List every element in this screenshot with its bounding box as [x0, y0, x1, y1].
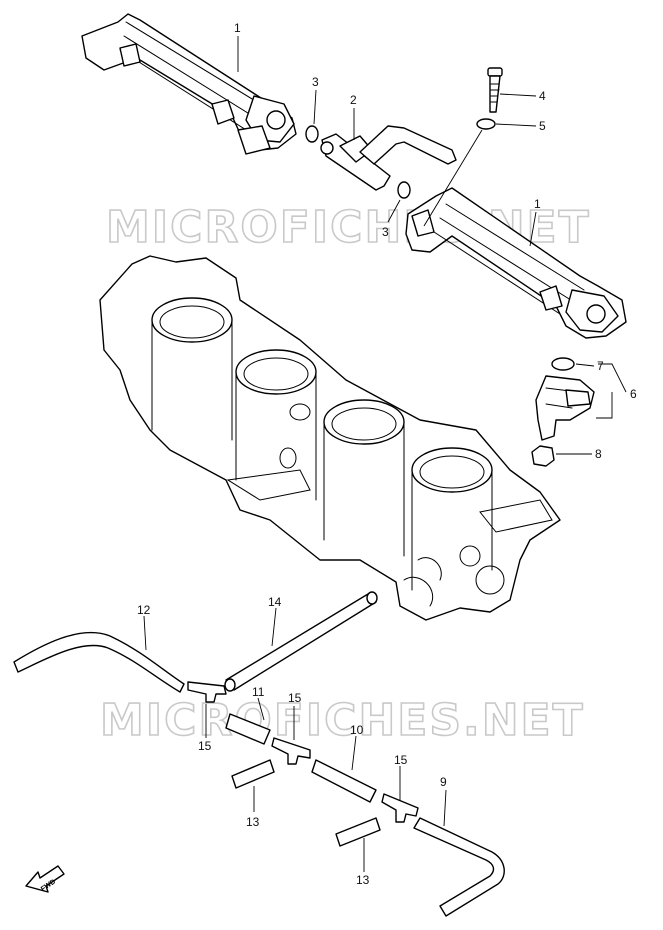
watermark-bottom: MICROFICHES.NET [100, 695, 585, 746]
throttle-body-assembly [99, 255, 561, 621]
callout-3-upper: 3 [312, 75, 319, 89]
leader-lines [143, 36, 627, 872]
callout-11: 11 [252, 685, 265, 699]
callout-15-middle: 15 [288, 691, 302, 705]
callout-2: 2 [350, 93, 357, 107]
hose-10 [311, 759, 377, 803]
callout-9: 9 [440, 775, 447, 789]
callout-1-lower: 1 [534, 197, 541, 211]
callout-15-left: 15 [198, 739, 212, 753]
hose-13b [335, 817, 381, 847]
callout-8: 8 [595, 447, 602, 461]
callout-5: 5 [539, 119, 546, 133]
callout-7: 7 [597, 359, 604, 373]
hose-12 [13, 631, 185, 693]
hose-14 [225, 593, 377, 691]
fwd-arrow-icon: FWD [25, 865, 65, 893]
t-joint-a [187, 681, 227, 703]
o-ring-upper [305, 125, 319, 143]
fuel-rail-lower [405, 187, 627, 339]
callout-1-upper: 1 [234, 21, 241, 35]
hose-13a [231, 759, 275, 789]
callout-14: 14 [268, 595, 282, 609]
injector-seal [551, 357, 575, 371]
callout-12: 12 [137, 603, 151, 617]
o-ring-lower [397, 181, 411, 199]
callout-10: 10 [350, 723, 364, 737]
bolt [487, 67, 503, 113]
callout-15-right: 15 [394, 753, 408, 767]
fuel-rail-upper [81, 13, 297, 155]
fuel-fitting [320, 125, 457, 191]
hose-9 [413, 817, 505, 917]
washer [476, 118, 496, 130]
callout-13-upper: 13 [246, 815, 260, 829]
t-joint-c [381, 793, 419, 823]
callout-3-lower: 3 [382, 225, 389, 239]
callout-6: 6 [630, 387, 637, 401]
callout-4: 4 [539, 89, 546, 103]
hose-11 [225, 713, 271, 745]
callout-13-lower: 13 [356, 873, 370, 887]
injector-cushion [531, 445, 555, 467]
injector [535, 375, 595, 441]
t-joint-b [271, 737, 311, 765]
